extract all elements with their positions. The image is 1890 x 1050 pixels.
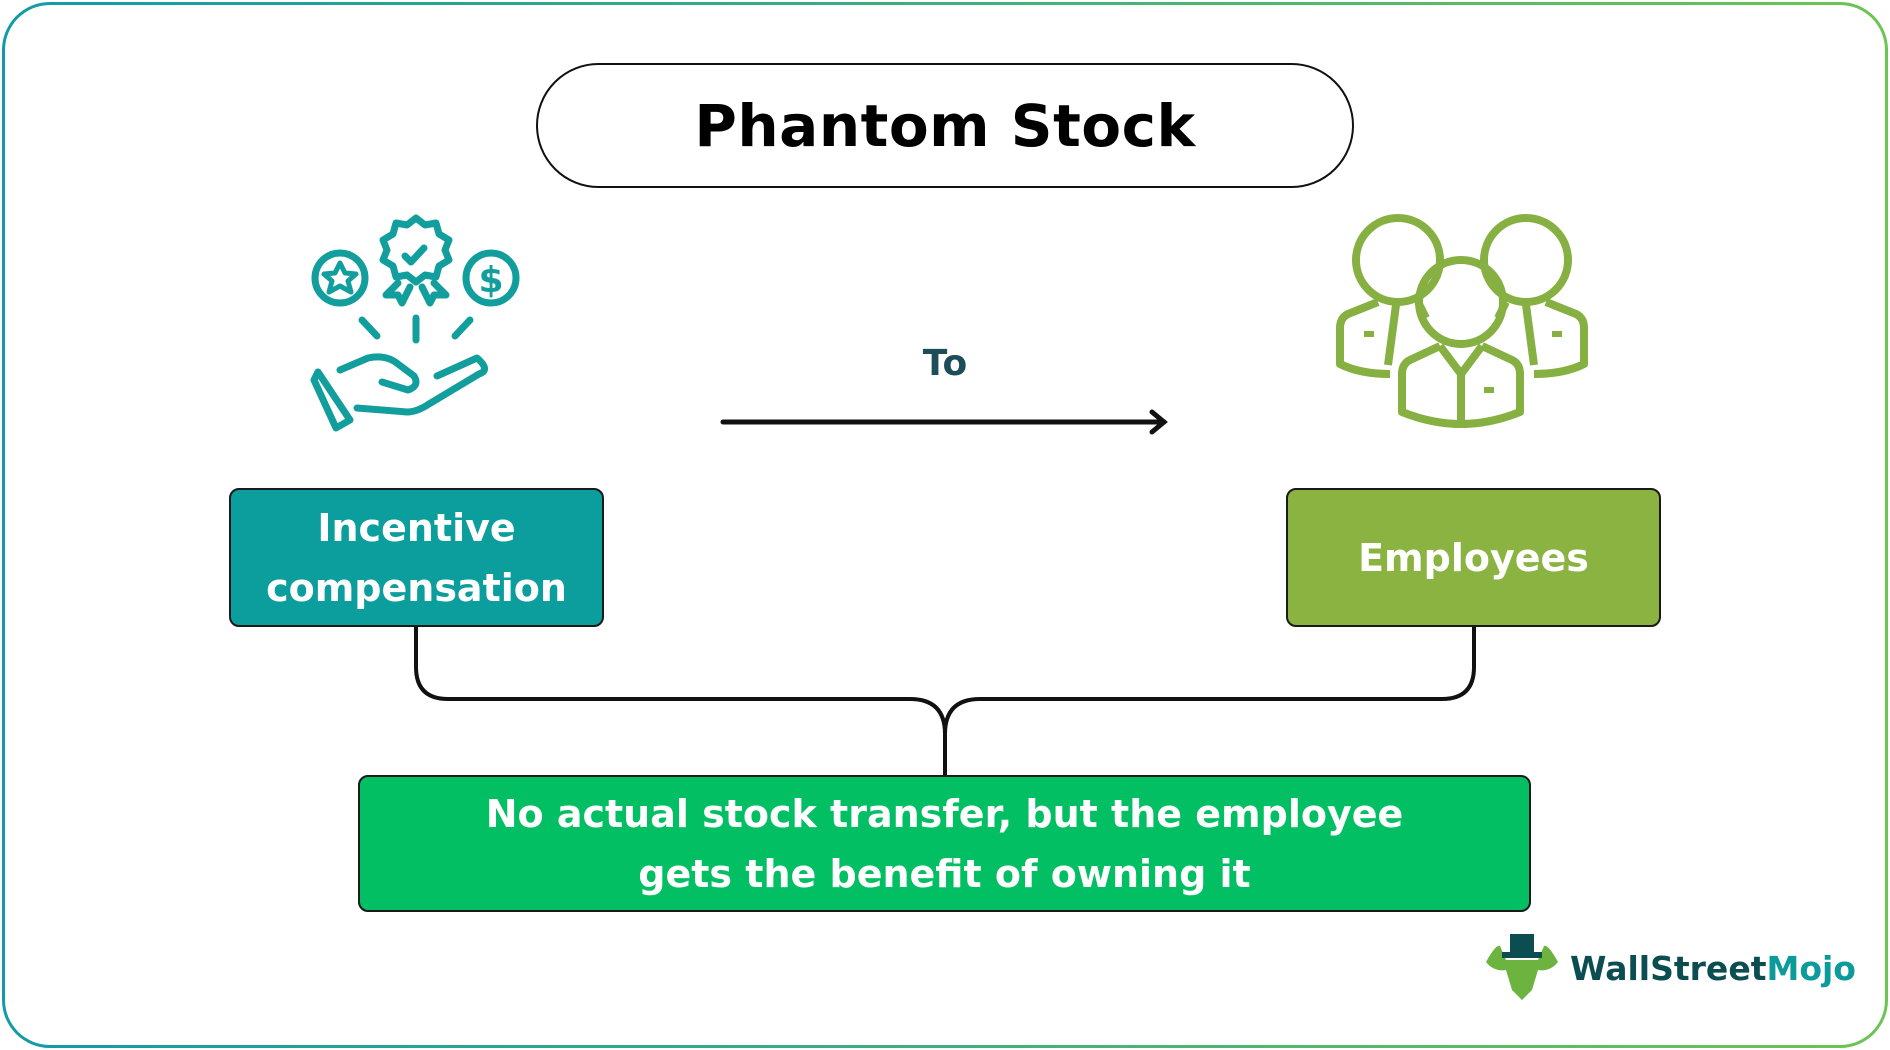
bull-logo-icon — [1486, 934, 1558, 1000]
arrow-label: To — [922, 343, 968, 384]
employees-label: Employees — [1358, 535, 1589, 580]
incentive-compensation-box: Incentive compensation — [229, 488, 604, 627]
result-line2: gets the benefit of owning it — [638, 851, 1251, 896]
wallstreetmojo-logo: WallStreetMojo — [1482, 932, 1856, 1004]
arrow-icon — [720, 409, 1168, 435]
employees-icon — [1336, 214, 1588, 428]
incentive-icon: $ — [310, 214, 520, 432]
employees-box: Employees — [1286, 488, 1661, 627]
logo-text-part1: WallStreet — [1570, 948, 1767, 988]
result-line1: No actual stock transfer, but the employ… — [485, 791, 1404, 836]
incentive-line1: Incentive — [317, 505, 516, 550]
svg-text:$: $ — [478, 260, 503, 301]
incentive-line2: compensation — [266, 565, 567, 610]
logo-text-part2: Mojo — [1766, 948, 1856, 988]
page-title: Phantom Stock — [536, 63, 1354, 188]
result-box: No actual stock transfer, but the employ… — [358, 775, 1531, 912]
bracket-connector — [414, 627, 1476, 775]
